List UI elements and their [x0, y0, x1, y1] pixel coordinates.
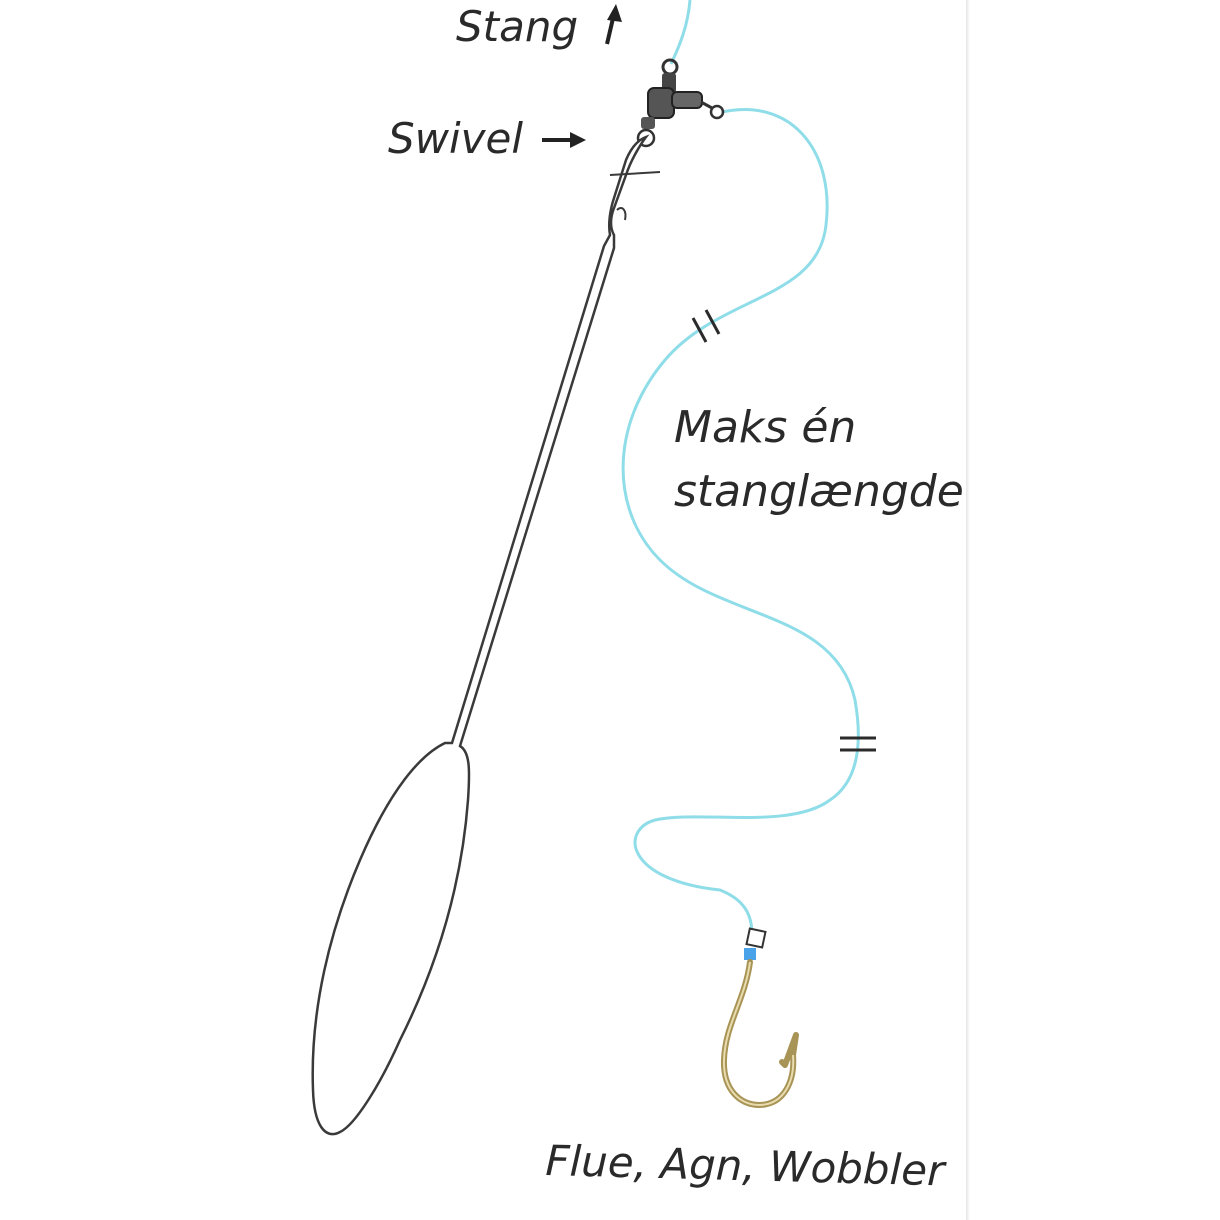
- main-line: [669, 0, 692, 65]
- max-length-label-line1: Maks én: [674, 402, 857, 453]
- leader-line: [621, 108, 860, 936]
- swivel: [636, 58, 725, 148]
- hook-icon: [720, 927, 799, 1108]
- sinker-weight: [311, 134, 661, 1136]
- up-arrow-icon: [605, 4, 622, 45]
- line-break-mark-lower: [840, 736, 876, 752]
- right-arrow-icon: [542, 132, 586, 148]
- rod-label: Stang: [456, 2, 579, 51]
- page-edge-shadow: [966, 0, 970, 1220]
- line-break-mark-upper: [691, 309, 721, 343]
- lure-label: Flue, Agn, Wobbler: [544, 1136, 945, 1196]
- max-length-label-line2: stanglængde: [674, 466, 964, 517]
- swivel-label: Swivel: [388, 114, 524, 163]
